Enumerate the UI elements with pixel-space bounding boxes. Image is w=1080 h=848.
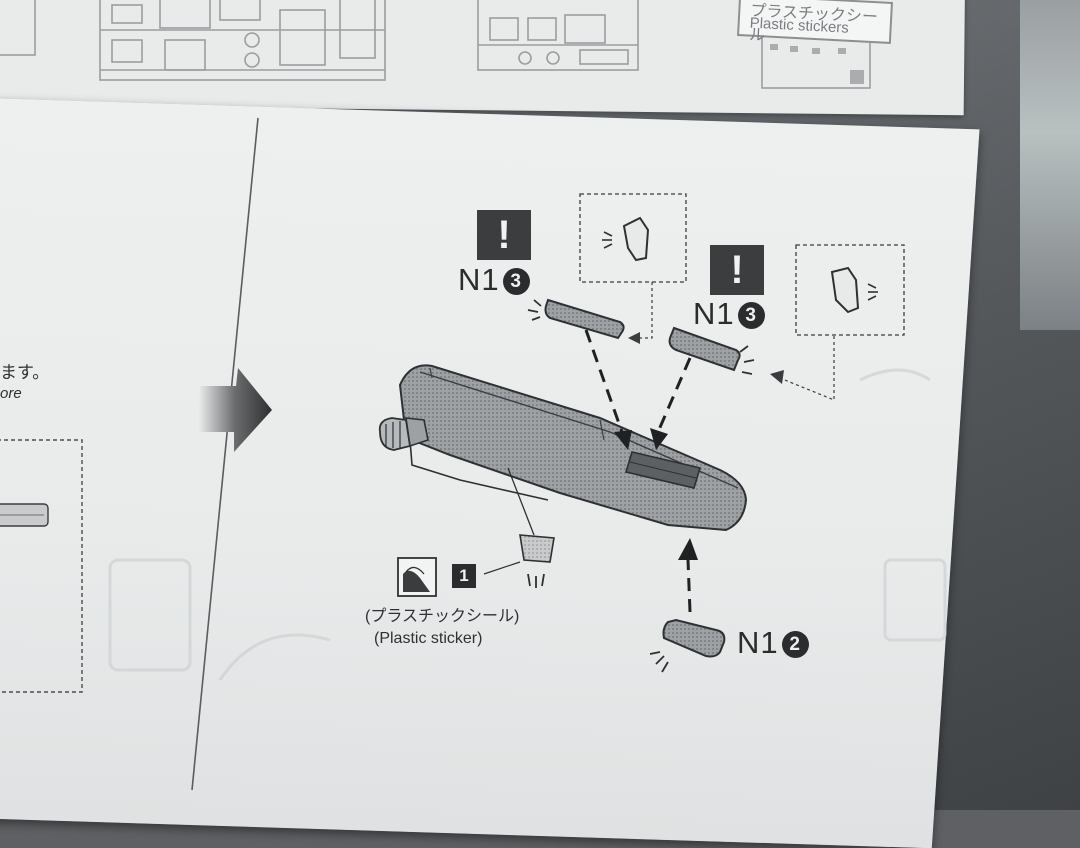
detail-part-icon bbox=[622, 216, 650, 262]
arrow-head bbox=[614, 430, 632, 450]
part-n1-2 bbox=[649, 618, 726, 673]
part-number-badge: 3 bbox=[502, 268, 530, 295]
part-number-badge: 2 bbox=[781, 631, 809, 658]
detail-box-left bbox=[579, 193, 687, 344]
arrow-head bbox=[678, 538, 698, 560]
background-highlight bbox=[1020, 0, 1080, 330]
part-n1-3-right bbox=[668, 326, 755, 375]
left-panel-text-jp: ます。 bbox=[0, 363, 50, 382]
sticker-label-jp: (プラスチックシール) bbox=[365, 608, 520, 625]
left-detail-box bbox=[0, 439, 83, 693]
part-number-badge: 3 bbox=[737, 302, 765, 329]
sticker-number-badge: 1 bbox=[452, 564, 476, 588]
sticker-label-en: (Plastic sticker) bbox=[374, 630, 483, 647]
sticker-callout-graphic bbox=[397, 467, 555, 597]
panel-divider bbox=[191, 117, 259, 791]
part-code: N1 bbox=[737, 625, 779, 660]
alert-icon: ! bbox=[477, 210, 531, 260]
sticker-peel-icon bbox=[397, 557, 437, 597]
part-code: N1 bbox=[458, 262, 500, 297]
part-code: N1 bbox=[693, 296, 735, 331]
runner-drawings bbox=[0, 0, 871, 89]
main-part bbox=[378, 364, 748, 532]
detail-part-icon bbox=[830, 266, 860, 314]
detail-box-right bbox=[770, 244, 905, 401]
part-n1-3-left bbox=[527, 298, 625, 340]
step-arrow-icon bbox=[198, 368, 272, 452]
assembly-diagram bbox=[0, 117, 947, 791]
arrow-head bbox=[650, 428, 668, 450]
left-panel-text-en: ore bbox=[0, 385, 22, 402]
alert-icon: ! bbox=[710, 245, 764, 295]
